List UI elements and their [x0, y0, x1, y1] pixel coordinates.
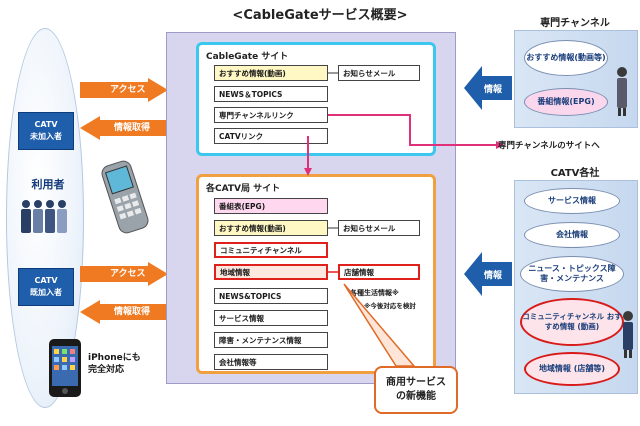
catv-item-service: サービス情報	[214, 310, 328, 326]
presenter-icon	[617, 67, 627, 116]
catv-joined-line1: CATV	[34, 276, 58, 285]
access-label-bottom: アクセス	[110, 269, 146, 279]
info-arrow-top	[464, 66, 512, 110]
catv-notice-mail: お知らせメール	[338, 220, 420, 236]
iphone-line1: iPhoneにも	[88, 353, 141, 363]
fetch-label-bottom: 情報取得	[114, 307, 151, 317]
catv-item-local: 地域情報	[214, 264, 328, 280]
page-title: <CableGateサービス概要>	[232, 8, 408, 23]
fetch-label-top: 情報取得	[114, 123, 151, 133]
access-arrow-bottom	[80, 262, 168, 286]
catv-shop-info: 店舗情報	[338, 264, 420, 280]
users-label: 利用者	[31, 178, 65, 191]
fetch-arrow-top	[80, 116, 168, 140]
people-icon	[21, 200, 67, 233]
company-item-news: ニュース・トピックス障害・メンテナンス	[520, 256, 624, 292]
catv-life-info: 各種生活情報※	[350, 289, 399, 297]
iphone-line2: 完全対応	[88, 365, 125, 375]
specialty-channel-label: 専門チャンネル	[540, 18, 610, 29]
callout-line2: の新機能	[396, 391, 436, 402]
catv-companies-label: CATV各社	[550, 168, 600, 179]
catv-item-company: 会社情報等	[214, 354, 328, 370]
info-label-top: 情報	[484, 85, 503, 95]
cablegate-item-recommend: おすすめ情報(動画)	[214, 65, 328, 81]
cablegate-item-catv-link: CATVリンク	[214, 128, 328, 144]
catv-item-maintenance: 障害・メンテナンス情報	[214, 332, 328, 348]
catv-unjoined-line2: 未加入者	[30, 132, 62, 141]
new-feature-callout: 商用サービス の新機能	[374, 366, 458, 414]
info-arrow-bottom	[464, 252, 512, 296]
iphone-support-text: iPhoneにも 完全対応	[88, 352, 144, 376]
specialty-channel-link-text: 専門チャンネルのサイトへ	[498, 141, 600, 151]
catv-item-epg: 番組表(EPG)	[214, 198, 328, 214]
callout-line1: 商用サービス	[386, 377, 446, 388]
access-arrow-top	[80, 78, 168, 102]
catv-unjoined-box: CATV 未加入者	[18, 112, 74, 150]
access-label-top: アクセス	[110, 85, 146, 95]
cablegate-item-news: NEWS＆TOPICS	[214, 86, 328, 102]
catv-joined-line2: 既加入者	[30, 288, 62, 297]
info-label-bottom: 情報	[484, 271, 503, 281]
company-item-local: 地域情報 (店舗等)	[524, 352, 620, 386]
specialty-item-epg: 番組情報(EPG)	[524, 88, 608, 116]
specialty-item-recommend: おすすめ情報(動画等)	[524, 40, 608, 76]
catv-unjoined-line1: CATV	[34, 120, 58, 129]
catv-item-news: NEWS&TOPICS	[214, 288, 328, 304]
catv-item-recommend: おすすめ情報(動画)	[214, 220, 328, 236]
cablegate-notice-mail: お知らせメール	[338, 65, 420, 81]
catv-life-note: ※今後対応を検討	[364, 302, 416, 310]
company-item-service: サービス情報	[524, 188, 620, 214]
catv-joined-box: CATV 既加入者	[18, 268, 74, 306]
company-item-company: 会社情報	[524, 222, 620, 248]
cablegate-site-title: CableGate サイト	[206, 52, 289, 62]
iphone-icon	[49, 339, 81, 397]
company-item-community: コミュニティチャンネル おすすめ情報 (動画)	[520, 298, 624, 346]
catv-item-community: コミュニティチャンネル	[214, 242, 328, 258]
catv-site-title: 各CATV局 サイト	[206, 184, 281, 194]
cablegate-item-channel-link: 専門チャンネルリンク	[214, 107, 328, 123]
fetch-arrow-bottom	[80, 300, 168, 324]
mobile-phone-icon	[101, 160, 149, 234]
staff-icon	[623, 311, 633, 358]
